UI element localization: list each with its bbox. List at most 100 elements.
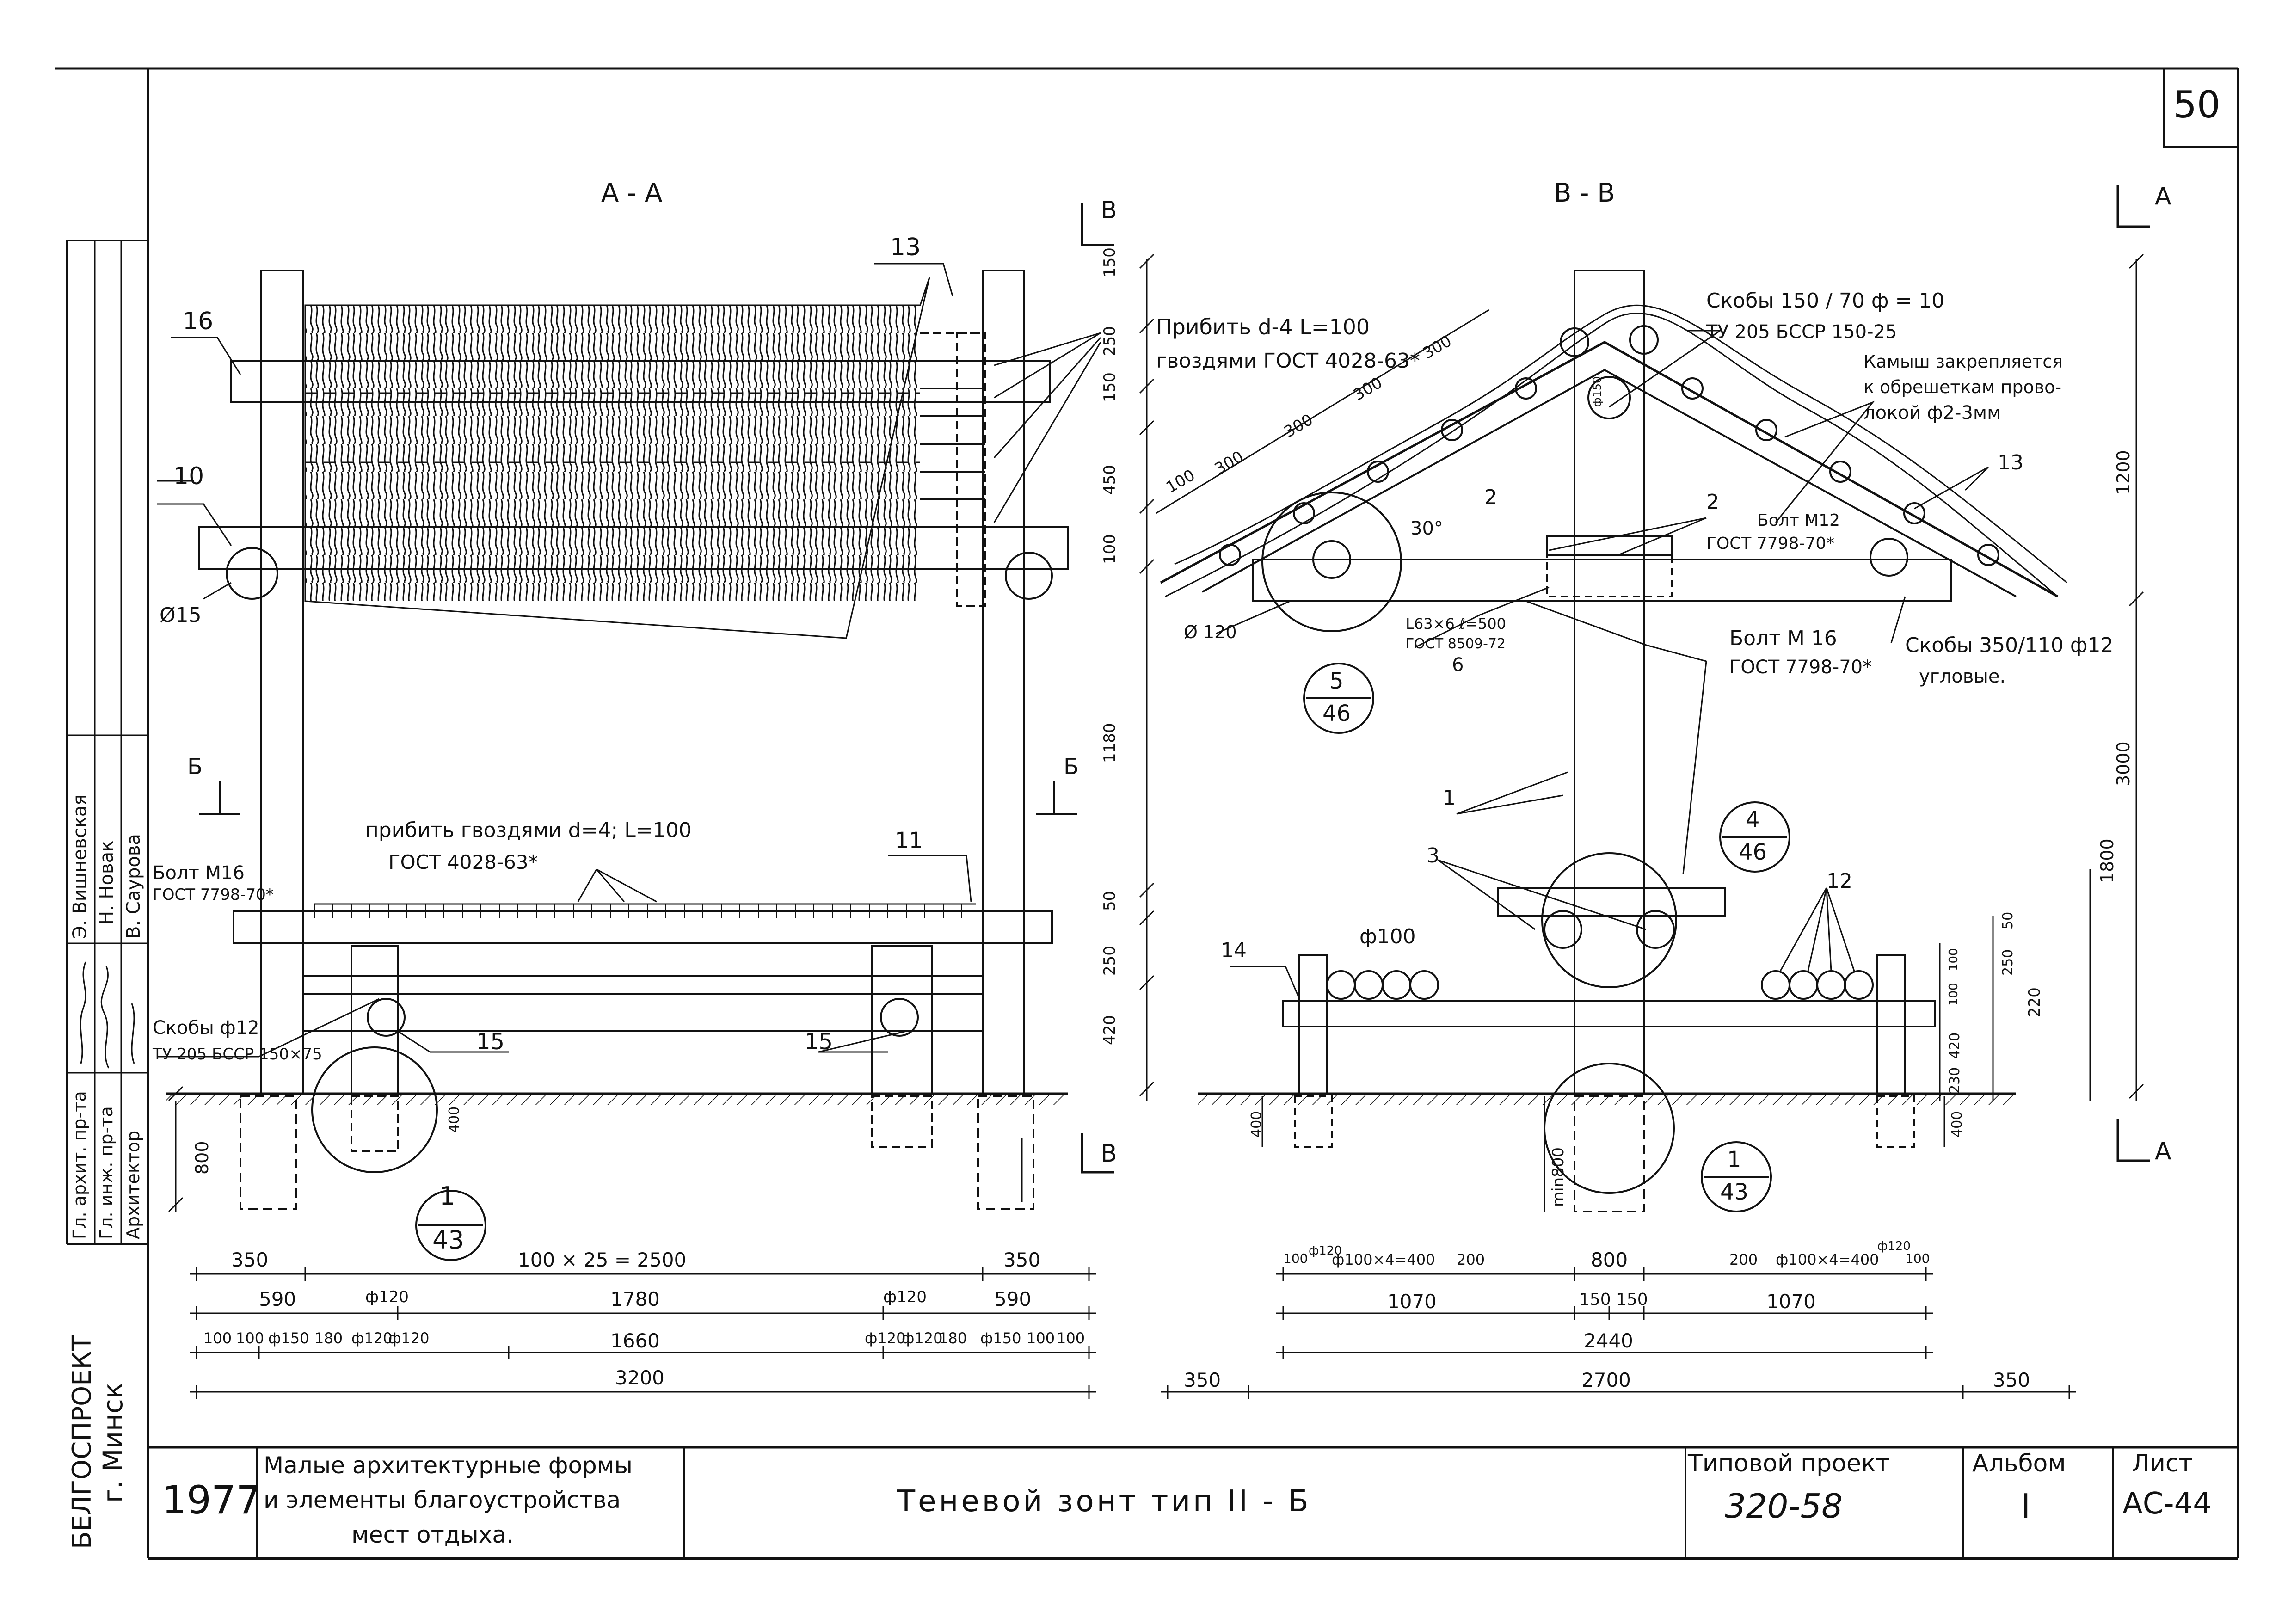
aa-vdim-420: 420 [1101,1015,1119,1045]
bb-d100: ф100 [1359,925,1416,948]
sheet-label: Лист [2132,1450,2193,1477]
nail-note2-line2: ГОСТ 4028-63* [388,851,538,874]
bb-reed-line2: к обрешеткам прово- [1863,377,2062,397]
bb-callout-2-right: 2 [1706,490,1719,514]
aa-dim3-9: 180 [939,1329,967,1347]
bb-callout-2-left: 2 [1484,486,1497,509]
bb-dim1-2: ф100×4=400 [1332,1251,1435,1268]
bb-angle: 30° [1410,518,1443,539]
bb-angle-item: 6 [1452,654,1464,676]
bb-node4-bottom: 46 [1739,839,1767,865]
bb-callout-12: 12 [1827,869,1852,893]
bb-vdim-250: 250 [2000,949,2016,976]
bb-vdim-100a: 100 [1947,948,1961,971]
stamp-name-3: В. Саурова [123,834,144,939]
nail-note-line2: гвоздями ГОСТ 4028-63* [1156,349,1420,373]
bb-vdim-230: 230 [1947,1067,1963,1094]
callout-10: 10 [173,462,204,490]
bb-dim4-2: 350 [1993,1369,2030,1391]
aa-vdim-150a: 150 [1101,247,1119,277]
album-label: Альбом [1972,1450,2066,1477]
section-bb-title: В - В [1554,178,1615,208]
bb-node5-top: 5 [1329,668,1344,694]
stamp-name-2: Н. Новак [96,840,117,925]
bb-dim1-5: 200 [1729,1251,1758,1268]
aa-dim2-c: 1780 [610,1288,660,1310]
aa-vdim-150b: 150 [1101,372,1119,402]
aa-vdim-250: 250 [1101,326,1119,356]
bb-vdim-400-left: 400 [1248,1111,1265,1138]
bb-vdim-220: 220 [2025,987,2044,1017]
aa-node-top: 1 [439,1181,455,1211]
bb-vdim-1200: 1200 [2113,450,2134,495]
section-mark-a-top: А [2155,183,2171,210]
bb-angle-line2: ГОСТ 8509-72 [1406,636,1506,652]
bb-vdim-400-right: 400 [1949,1111,1965,1138]
bb-corner-line1: Скобы 350/110 ф12 [1905,634,2114,657]
aa-vdim-800: 800 [192,1141,212,1175]
aa-dim3-0: 100 [203,1329,232,1347]
bb-dim2-0: 1070 [1387,1290,1437,1313]
bb-dim4-0: 350 [1184,1369,1221,1391]
stamp-org-line1: БЕЛГОСПРОЕКТ [67,1335,97,1549]
aa-dim3-1: 100 [236,1329,264,1347]
stamp-role-1: Гл. архит. пр-та [69,1091,90,1239]
aa-staple-line1: Скобы ф12 [153,1017,259,1039]
stamp-role-3: Архитектор [123,1130,143,1239]
stamp-role-2: Гл. инж. пр-та [96,1106,117,1239]
aa-staple-line2: ТУ 205 БССР 150×75 [153,1045,322,1064]
nail-note2-line1: прибить гвоздями d=4; L=100 [365,818,692,842]
bb-dim1-0: 100 [1283,1251,1308,1266]
bb-node4-top: 4 [1746,807,1760,833]
stamp-subject-line3: мест отдыха. [351,1521,514,1548]
bb-node1-bottom: 43 [1720,1179,1749,1205]
aa-dim2-a: 590 [259,1288,296,1310]
d15-label: Ø15 [160,603,202,627]
sheet-frame [55,67,2239,1560]
aa-dim3-6: 1660 [610,1329,660,1352]
aa-dim3-4: ф120 [351,1329,393,1347]
section-mark-a-bottom: А [2155,1138,2171,1165]
bb-dim1-4: 800 [1591,1249,1628,1271]
bb-dim4-1: 2700 [1581,1369,1631,1391]
album-number: I [2021,1487,2031,1526]
bb-d120: Ø 120 [1184,622,1237,642]
callout-11: 11 [895,828,923,854]
aa-bolt-line1: Болт М16 [153,862,245,884]
aa-node-bottom: 43 [432,1225,464,1255]
bb-corner-line2: угловые. [1919,666,2006,687]
aa-dim3-12: 100 [1057,1329,1085,1347]
bb-reed-line1: Камыш закрепляется [1863,351,2063,372]
stamp-subject-line1: Малые архитектурные формы [264,1452,633,1479]
bb-dim1-6: ф100×4=400 [1776,1251,1879,1268]
bb-angle-line1: L63×6 ℓ=500 [1406,615,1506,633]
callout-16: 16 [183,308,214,335]
aa-dim1-c: 350 [1003,1249,1041,1271]
stamp-org-line2: г. Минск [97,1383,129,1503]
bb-dim1-1: ф120 [1309,1244,1342,1258]
bb-dim1-3: 200 [1457,1251,1485,1268]
aa-dim2-e: 590 [994,1288,1032,1310]
bb-reed-line3: локой ф2-3мм [1863,402,2001,424]
bb-vdim-1800: 1800 [2097,838,2117,883]
aa-vdim-450: 450 [1101,465,1119,495]
bb-vdim-3000: 3000 [2113,741,2134,786]
aa-vdim-1180: 1180 [1101,723,1119,763]
nail-note-line1: Прибить d-4 L=100 [1156,314,1370,339]
aa-dim3-5: ф120 [388,1329,430,1347]
bb-boltm16-line1: Болт М 16 [1729,627,1837,650]
project-label: Типовой проект [1688,1450,1890,1477]
section-bb [1156,185,2150,1399]
bb-callout-1: 1 [1443,786,1456,810]
bb-boltm12-line2: ГОСТ 7798-70* [1706,534,1835,553]
bb-callout-14: 14 [1221,939,1247,962]
bb-dim1-7: ф120 [1877,1239,1911,1253]
bb-dim2-2: 150 [1616,1290,1648,1309]
aa-dim1-b: 100 × 25 = 2500 [518,1249,687,1271]
aa-dim3-3: 180 [314,1329,343,1347]
bb-dim3: 2440 [1584,1329,1633,1352]
bb-staples-top-line2: ТУ 205 БССР 150-25 [1706,321,1897,343]
bb-vdim-100b: 100 [1947,983,1961,1006]
drawing-title: Теневой зонт тип II - Б [897,1484,1311,1519]
